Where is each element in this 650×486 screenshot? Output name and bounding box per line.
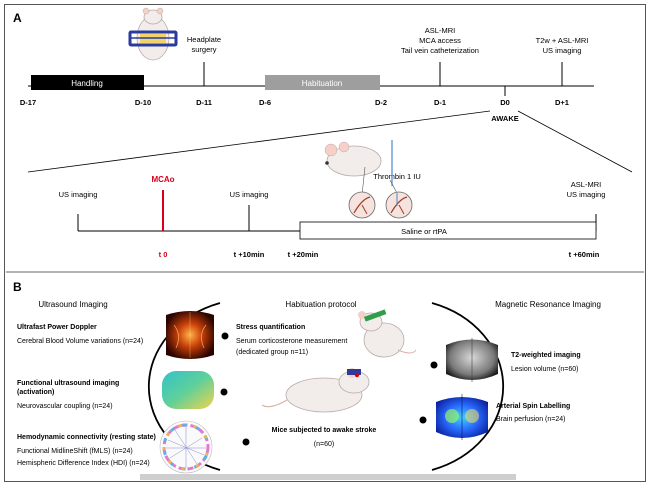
mouse-awake-stroke-icon bbox=[261, 368, 370, 413]
day-label: D-17 bbox=[20, 98, 36, 107]
arc-right bbox=[431, 302, 504, 471]
stress-line-2: (dedicated group n=11) bbox=[236, 349, 308, 356]
mri-item-line: Brain perfusion (n=24) bbox=[496, 416, 565, 423]
day-label: D-11 bbox=[196, 98, 212, 107]
t2w-label-2: US imaging bbox=[543, 46, 582, 55]
t60-label: t +60min bbox=[569, 250, 600, 259]
treatment-box bbox=[299, 221, 597, 240]
connector-dot bbox=[430, 361, 438, 369]
connectivity-wheel-image bbox=[159, 420, 213, 474]
stress-title: Stress quantification bbox=[236, 324, 305, 331]
habituation-bar bbox=[265, 75, 380, 90]
mouse-sitting-icon bbox=[358, 309, 417, 358]
handling-bar bbox=[31, 75, 144, 90]
day-label: D-1 bbox=[434, 98, 446, 107]
ultrasound-item-title: Hemodynamic connectivity (resting state) bbox=[17, 434, 156, 441]
ultrasound-item-title-2: (activation) bbox=[17, 389, 54, 396]
day-label: D-6 bbox=[259, 98, 271, 107]
awake-label: AWAKE bbox=[491, 114, 519, 123]
mri-heading: Magnetic Resonance Imaging bbox=[495, 300, 601, 309]
mice-title: Mice subjected to awake stroke bbox=[272, 427, 377, 434]
panel-a-label: A bbox=[13, 11, 22, 25]
habituation-label: Habituation bbox=[302, 79, 342, 88]
doppler-image bbox=[166, 311, 214, 359]
us-imaging-label-2: US imaging bbox=[230, 190, 269, 199]
habituation-heading: Habituation protocol bbox=[285, 300, 356, 309]
asl-brain-image bbox=[436, 394, 488, 440]
t10-label: t +10min bbox=[234, 250, 265, 259]
t2w-label-1: T2w + ASL-MRI bbox=[536, 36, 589, 45]
connector-dot bbox=[242, 438, 250, 446]
final-label-2: US imaging bbox=[567, 190, 606, 199]
mcao-label: MCAo bbox=[151, 175, 174, 184]
ultrasound-item-title: Ultrafast Power Doppler bbox=[17, 324, 97, 331]
stress-line-1: Serum corticosterone measurement bbox=[236, 338, 347, 345]
figure-frame bbox=[4, 4, 646, 482]
ultrasound-item-line: Neurovascular coupling (n=24) bbox=[17, 403, 113, 410]
thrombin-label: Thrombin 1 IU bbox=[373, 172, 421, 181]
day-label: D-10 bbox=[135, 98, 151, 107]
connector-dot bbox=[419, 416, 427, 424]
day-label: D-2 bbox=[375, 98, 387, 107]
asl-label-2: MCA access bbox=[419, 36, 461, 45]
handling-label: Handling bbox=[71, 79, 103, 88]
panel-b-label: B bbox=[13, 280, 22, 294]
ultrasound-item-line: Hemispheric Difference Index (HDI) (n=24… bbox=[17, 460, 150, 467]
treatment-label: Saline or rtPA bbox=[401, 227, 447, 236]
zoom-line-left bbox=[27, 110, 491, 173]
mri-item-line: Lesion volume (n=60) bbox=[511, 366, 579, 373]
ultrasound-heading: Ultrasound Imaging bbox=[38, 300, 107, 309]
connector-dot bbox=[220, 388, 228, 396]
t0-label: t 0 bbox=[159, 250, 168, 259]
headplate-label-1: Headplate bbox=[187, 35, 221, 44]
ultrasound-item-line: Functional MidlineShift (fMLS) (n=24) bbox=[17, 448, 133, 455]
t2-brain-image bbox=[446, 338, 498, 382]
day-label: D+1 bbox=[555, 98, 569, 107]
headplate-label-2: surgery bbox=[191, 45, 216, 54]
mri-item-title: Arterial Spin Labelling bbox=[496, 403, 570, 410]
asl-label-3: Tail vein catheterization bbox=[401, 46, 479, 55]
connector-dot bbox=[221, 332, 229, 340]
final-label-1: ASL-MRI bbox=[571, 180, 601, 189]
mri-item-title: T2-weighted imaging bbox=[511, 352, 581, 359]
mice-n: (n=60) bbox=[314, 441, 334, 448]
asl-label-1: ASL-MRI bbox=[425, 26, 455, 35]
t20-label: t +20min bbox=[288, 250, 319, 259]
day-label: D0 bbox=[500, 98, 510, 107]
mouse-headplate-icon bbox=[128, 7, 178, 61]
zoom-line-right bbox=[517, 110, 633, 173]
us-imaging-label-1: US imaging bbox=[59, 190, 98, 199]
ultrasound-item-title: Functional ultrasound imaging bbox=[17, 380, 119, 387]
functional-ultrasound-image bbox=[162, 371, 214, 409]
bottom-strip bbox=[140, 474, 516, 480]
ultrasound-item-line: Cerebral Blood Volume variations (n=24) bbox=[17, 338, 143, 345]
mouse-injection-icon bbox=[324, 140, 413, 219]
